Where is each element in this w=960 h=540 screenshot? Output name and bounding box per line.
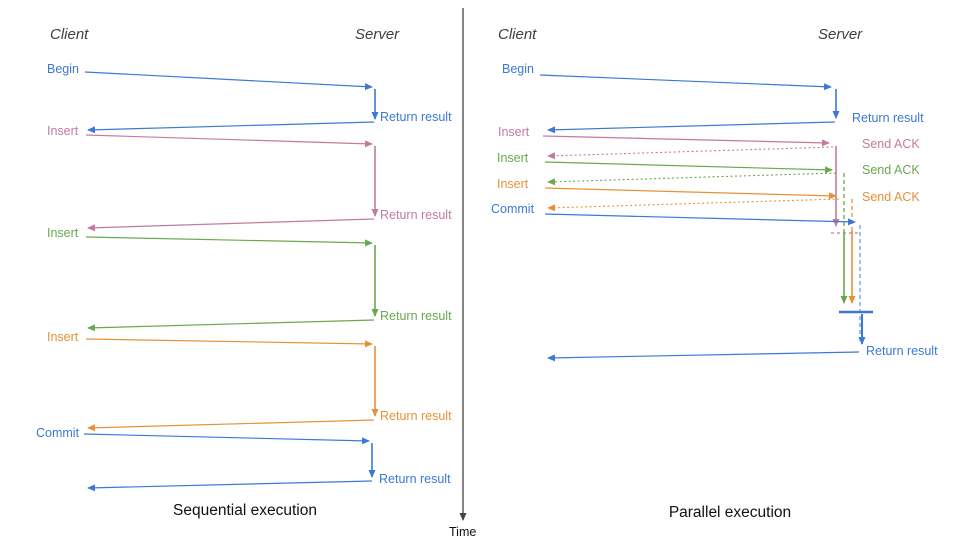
seq-commit-response: Return result xyxy=(379,472,451,486)
seq-begin-request-line xyxy=(84,71,373,91)
par-begin-label: Begin xyxy=(502,62,534,76)
seq-begin-response: Return result xyxy=(380,110,452,124)
seq-insert3-response-line xyxy=(87,419,375,432)
seq-insert2-response: Return result xyxy=(380,309,452,323)
time-axis-label: Time xyxy=(449,525,477,539)
seq-insert3-label: Insert xyxy=(47,330,79,344)
par-insert2-request-line xyxy=(544,161,833,174)
seq-client-header: Client xyxy=(50,26,89,43)
seq-insert3-response: Return result xyxy=(380,409,452,423)
par-begin-response: Return result xyxy=(852,111,924,125)
seq-insert2-response-line xyxy=(87,319,375,332)
seq-begin-response-line xyxy=(87,121,375,134)
par-insert1-label: Insert xyxy=(498,125,530,139)
seq-insert1-label: Insert xyxy=(47,124,79,138)
par-commit-response-line xyxy=(547,351,860,362)
seq-insert2-request-line xyxy=(85,236,373,247)
par-insert1-request-line xyxy=(542,135,830,147)
par-insert2-label: Insert xyxy=(497,151,529,165)
par-caption: Parallel execution xyxy=(668,504,792,521)
seq-commit-label: Commit xyxy=(36,426,80,440)
seq-caption: Sequential execution xyxy=(173,502,317,519)
par-insert1-ack: Send ACK xyxy=(862,137,920,151)
seq-commit-response-line xyxy=(87,480,373,492)
seq-insert1-response: Return result xyxy=(380,208,452,222)
seq-insert1-request-line xyxy=(85,134,373,148)
seq-insert1-response-line xyxy=(87,218,375,232)
seq-server-header: Server xyxy=(355,26,400,43)
par-begin-request-line xyxy=(539,74,832,91)
par-insert1-ack-line xyxy=(547,146,834,160)
par-commit-label: Commit xyxy=(491,202,535,216)
seq-insert2-label: Insert xyxy=(47,226,79,240)
par-server-header: Server xyxy=(818,26,863,43)
seq-begin-label: Begin xyxy=(47,62,79,76)
par-insert2-ack: Send ACK xyxy=(862,163,920,177)
seq-commit-request-line xyxy=(83,433,370,445)
par-begin-response-line xyxy=(547,121,836,134)
par-insert3-ack: Send ACK xyxy=(862,190,920,204)
par-insert3-label: Insert xyxy=(497,177,529,191)
par-client-header: Client xyxy=(498,26,537,43)
par-insert3-request-line xyxy=(544,187,837,200)
par-insert3-ack-line xyxy=(547,198,840,212)
par-commit-response: Return result xyxy=(866,344,938,358)
seq-insert3-request-line xyxy=(85,338,373,348)
par-insert2-ack-line xyxy=(547,172,837,186)
par-commit-request-line xyxy=(544,213,856,226)
